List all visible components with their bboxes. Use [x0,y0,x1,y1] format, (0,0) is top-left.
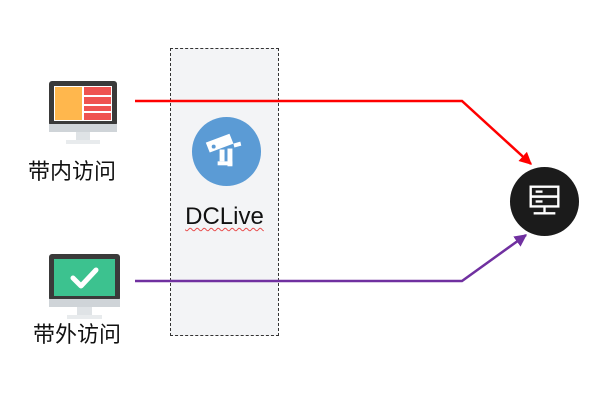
out-of-band-access-label: 带外访问 [33,323,122,348]
dclive-region [170,48,279,336]
out-of-band-connection-arrow [135,233,528,283]
dclive-label: DCLive [185,203,264,230]
inband-access-label: 带内访问 [28,160,117,185]
monitor-check-icon [49,254,120,319]
inband-connection-arrow [135,99,532,165]
monitor-dashboard-icon [49,81,117,144]
security-camera-icon [191,116,262,187]
server-icon [509,166,580,237]
